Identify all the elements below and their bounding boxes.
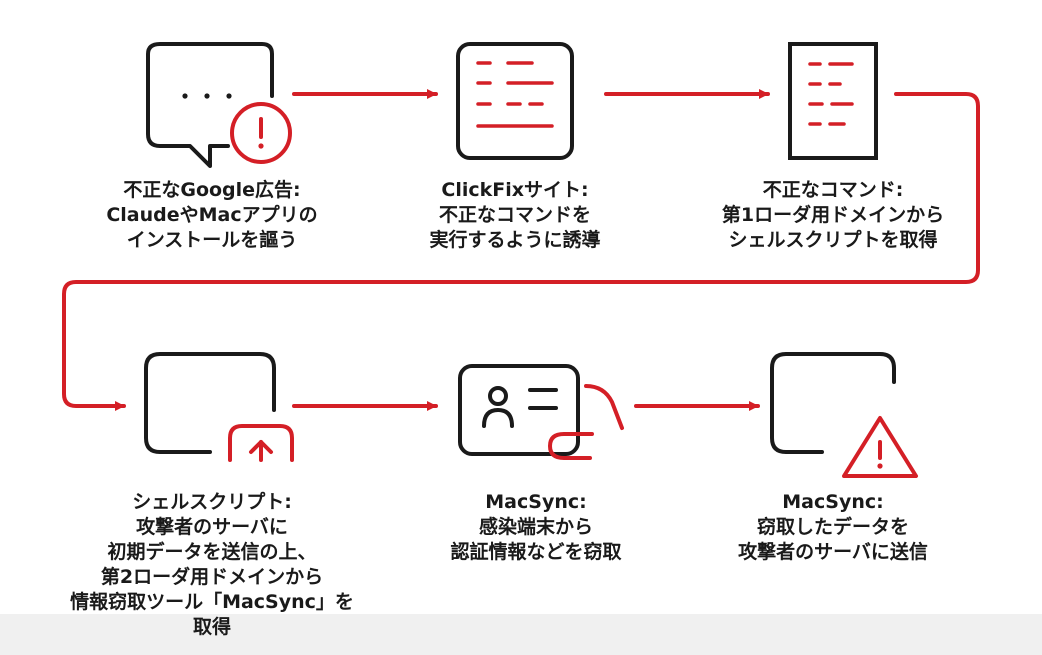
flow-arrows (62, 89, 980, 411)
arrow-step3-to-step4 (62, 92, 980, 411)
step-5-label: MacSync: 感染端末から 認証情報などを窃取 (450, 491, 622, 563)
step-2-label: ClickFixサイト: 不正なコマンドを 実行するように誘導 (429, 179, 601, 251)
footer-band (0, 614, 1042, 655)
step-3-label: 不正なコマンド: 第1ローダ用ドメインから シェルスクリプトを取得 (721, 179, 945, 251)
step-1-label: 不正なGoogle広告: ClaudeやMacアプリの インストールを謳う (106, 179, 318, 251)
step-4-label: シェルスクリプト: 攻撃者のサーバに 初期データを送信の上、 第2ローダ用ドメイ… (70, 491, 354, 638)
id-card-grab-icon (458, 364, 624, 460)
window-warning-icon (770, 352, 918, 478)
webpage-lines-icon (456, 42, 574, 160)
document-icon (788, 42, 878, 160)
window-upload-icon (144, 352, 294, 462)
step-6-label: MacSync: 窃取したデータを 攻撃者のサーバに送信 (738, 491, 928, 563)
chat-bubble-alert-icon (146, 42, 292, 168)
